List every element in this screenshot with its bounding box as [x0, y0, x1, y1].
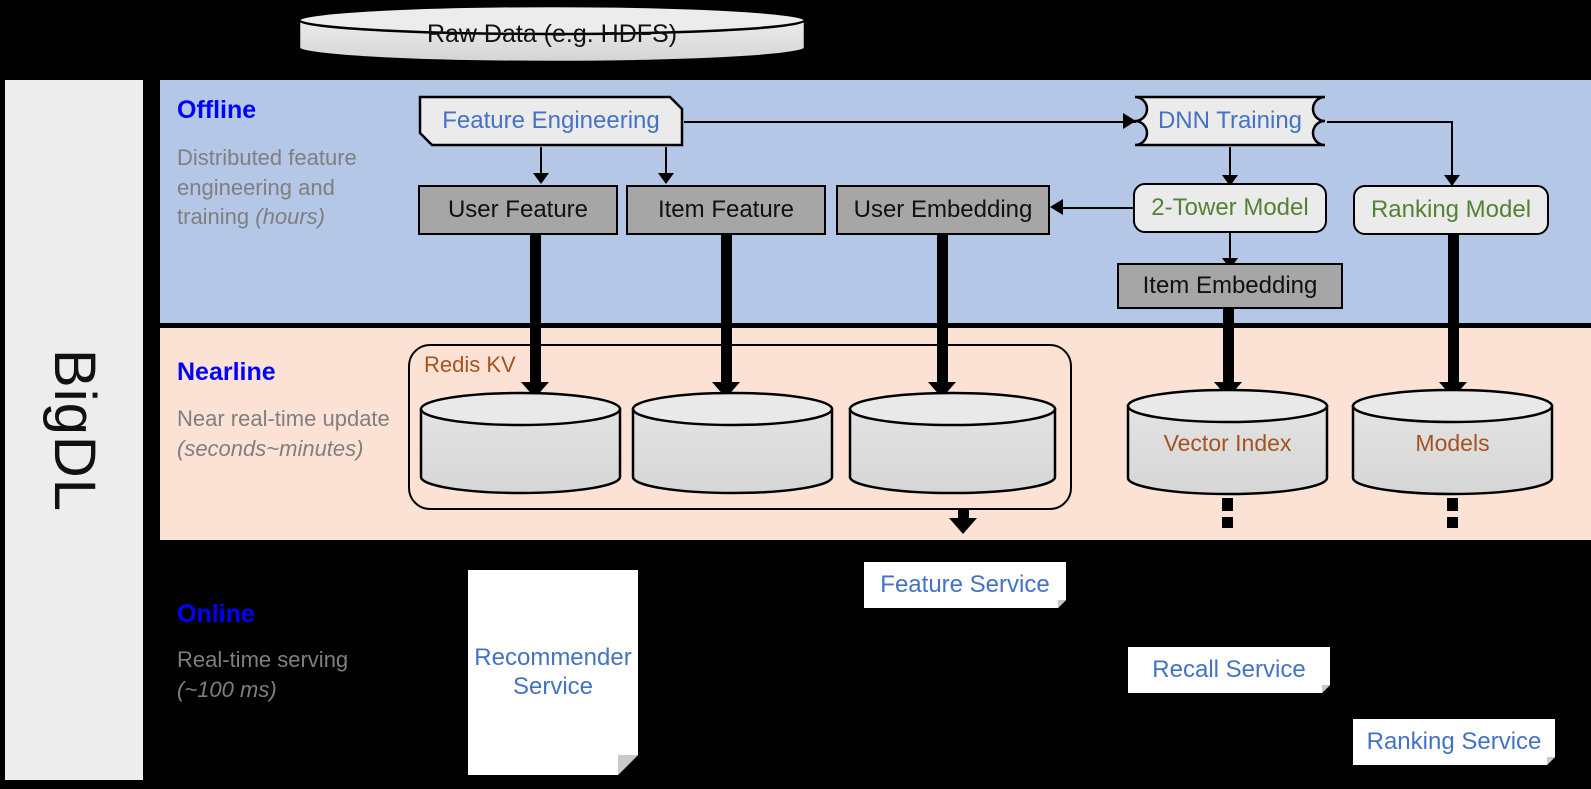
raw-data-cylinder: Raw Data (e.g. HDFS)	[297, 4, 807, 64]
vector-index-label: Vector Index	[1163, 429, 1292, 456]
recall-service-label: Recall Service	[1152, 655, 1306, 683]
arrow-fe-to-userfeature-line	[540, 147, 542, 175]
models-label: Models	[1415, 429, 1490, 456]
pipe-vectorindex-stub2	[1222, 517, 1233, 528]
pipe-itemfeature	[721, 235, 732, 390]
pipe-vectorindex-stub1	[1222, 498, 1233, 511]
item-feature-store-cylinder[interactable]	[631, 391, 834, 495]
pipe-redis-to-featureservice	[958, 510, 969, 522]
pipe-models-stub2	[1447, 517, 1458, 528]
offline-desc-text: Distributed feature engineering and trai…	[177, 145, 357, 230]
nearline-desc: Near real-time update (seconds~minutes)	[177, 404, 392, 463]
user-feature-store-label	[419, 391, 622, 495]
online-desc-text: Real-time serving	[177, 647, 349, 672]
pipe-redis-to-featureservice-head	[949, 518, 977, 534]
online-desc-em: (~100 ms)	[177, 676, 277, 702]
user-feature-label: User Feature	[447, 196, 589, 223]
user-embedding-box[interactable]: User Embedding	[836, 185, 1050, 235]
redis-kv-label: Redis KV	[424, 352, 516, 377]
arrow-dnn-to-ranking-h	[1327, 121, 1453, 123]
pipe-itemembedding	[1223, 309, 1234, 389]
pipe-rankingmodel	[1448, 235, 1459, 390]
item-embedding-label: Item Embedding	[1142, 272, 1318, 299]
offline-title: Offline	[177, 96, 257, 124]
nearline-desc-text: Near real-time update	[177, 406, 390, 431]
ranking-model-label: Ranking Model	[1370, 196, 1532, 223]
dnn-training-label: DNN Training	[1157, 107, 1303, 134]
pipe-models-stub1	[1447, 498, 1458, 511]
pipe-userembedding	[937, 235, 948, 390]
ranking-model-box[interactable]: Ranking Model	[1353, 185, 1549, 235]
arrow-2tower-to-userembedding-head	[1050, 199, 1063, 215]
user-embedding-label: User Embedding	[853, 196, 1033, 223]
online-desc: Real-time serving (~100 ms)	[177, 645, 392, 704]
item-feature-box[interactable]: Item Feature	[626, 185, 826, 235]
nearline-title: Nearline	[177, 358, 276, 386]
arrow-fe-to-dnn-line	[684, 121, 1136, 123]
arrow-fe-to-itemfeature-head	[658, 173, 674, 184]
arrow-fe-to-userfeature-head	[533, 173, 549, 184]
user-feature-store-cylinder[interactable]	[419, 391, 622, 495]
recommender-service-page[interactable]: Recommender Service	[468, 570, 638, 775]
two-tower-model-box[interactable]: 2-Tower Model	[1133, 183, 1327, 233]
feature-service-label: Feature Service	[880, 570, 1050, 598]
redis-kv-container	[408, 344, 1072, 510]
two-tower-model-label: 2-Tower Model	[1151, 194, 1309, 221]
recall-service-page[interactable]: Recall Service	[1128, 647, 1330, 693]
pipe-userfeature	[530, 235, 541, 390]
arrow-dnn-to-2tower-head	[1222, 175, 1238, 186]
arrow-fe-to-itemfeature-line	[665, 147, 667, 175]
user-embedding-store-label	[848, 391, 1057, 495]
user-feature-box[interactable]: User Feature	[418, 185, 618, 235]
arrow-2tower-to-userembedding-line	[1063, 207, 1133, 209]
feature-service-page[interactable]: Feature Service	[864, 562, 1066, 608]
offline-desc-em: (hours)	[255, 204, 325, 230]
vector-index-cylinder[interactable]: Vector Index	[1126, 388, 1329, 498]
nearline-desc-em: (seconds~minutes)	[177, 435, 364, 461]
item-feature-store-label	[631, 391, 834, 495]
ranking-service-page[interactable]: Ranking Service	[1353, 719, 1555, 765]
online-title: Online	[177, 600, 255, 628]
arrow-dnn-to-ranking-head	[1444, 175, 1460, 186]
recommender-service-label: Recommender Service	[474, 643, 632, 700]
sidebar-bigdl: BigDL	[5, 80, 143, 780]
arrow-dnn-to-ranking-v	[1451, 121, 1453, 179]
feature-engineering-box[interactable]: Feature Engineering	[418, 95, 684, 147]
offline-desc: Distributed feature engineering and trai…	[177, 143, 392, 232]
arrow-rawdata-to-fe-head	[538, 62, 566, 78]
models-cylinder[interactable]: Models	[1351, 388, 1554, 498]
ranking-service-label: Ranking Service	[1366, 727, 1542, 755]
dnn-training-box[interactable]: DNN Training	[1133, 95, 1327, 147]
feature-engineering-label: Feature Engineering	[442, 107, 660, 134]
user-embedding-store-cylinder[interactable]	[848, 391, 1057, 495]
item-embedding-box[interactable]: Item Embedding	[1117, 263, 1343, 309]
arrow-dnn-to-2tower-line	[1229, 147, 1231, 179]
item-feature-label: Item Feature	[657, 196, 795, 223]
raw-data-label: Raw Data (e.g. HDFS)	[426, 19, 678, 48]
arrow-2tower-to-itememb-line	[1229, 233, 1231, 261]
sidebar-label: BigDL	[41, 348, 107, 512]
arrow-fe-to-dnn-head	[1123, 113, 1136, 129]
